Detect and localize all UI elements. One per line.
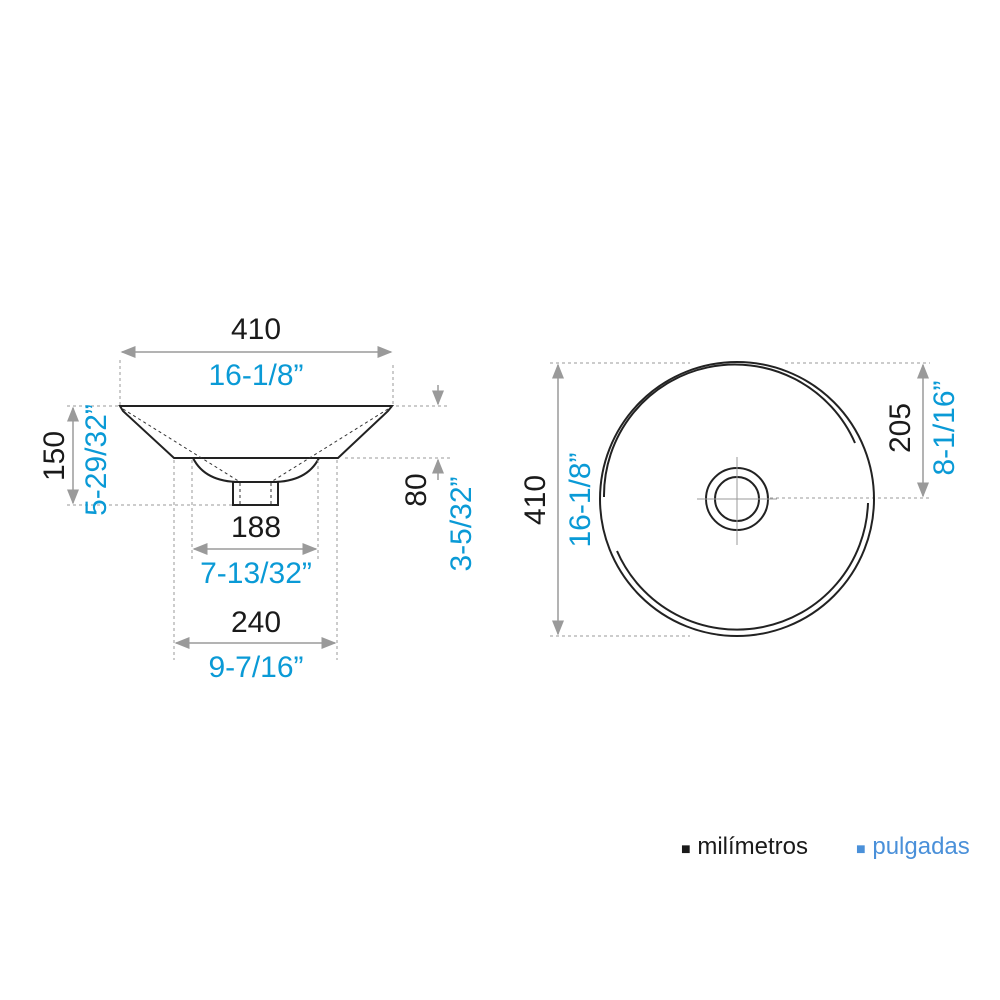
- drain: [232, 481, 279, 506]
- base-width-mm: 240: [231, 606, 281, 639]
- basin-rim: [599, 361, 875, 637]
- height-in: 5-29/32”: [80, 404, 113, 516]
- side-view: 410 16-1/8” 150 5-29/32” 80 3-5/32” 188 …: [38, 313, 478, 684]
- bowl-depth-mm: 80: [400, 473, 433, 506]
- blue-square-icon: ■: [856, 841, 866, 858]
- legend-millimeters: ■ milímetros: [681, 833, 808, 861]
- basin-outline: [118, 405, 395, 459]
- bowl-depth-in: 3-5/32”: [445, 476, 478, 571]
- inner-width-mm: 188: [231, 511, 281, 544]
- bowl-curve: [192, 457, 320, 483]
- diameter-mm: 410: [519, 475, 552, 525]
- base-width-in: 9-7/16”: [208, 651, 303, 684]
- width-in: 16-1/8”: [208, 359, 303, 392]
- inner-rim-arc-bottom: [616, 502, 869, 631]
- height-mm: 150: [38, 431, 71, 481]
- inner-width-in: 7-13/32”: [200, 557, 312, 590]
- radius-in: 8-1/16”: [928, 380, 961, 475]
- top-view: 410 16-1/8” 205 8-1/16”: [519, 361, 961, 637]
- diameter-in: 16-1/8”: [564, 452, 597, 547]
- inner-rim-arc-top: [602, 363, 856, 498]
- width-mm: 410: [231, 313, 281, 346]
- legend-inches: ■ pulgadas: [856, 833, 970, 861]
- black-square-icon: ■: [681, 841, 691, 858]
- legend-in-label: pulgadas: [872, 833, 970, 860]
- radius-mm: 205: [884, 403, 917, 453]
- legend-mm-label: milímetros: [697, 833, 809, 860]
